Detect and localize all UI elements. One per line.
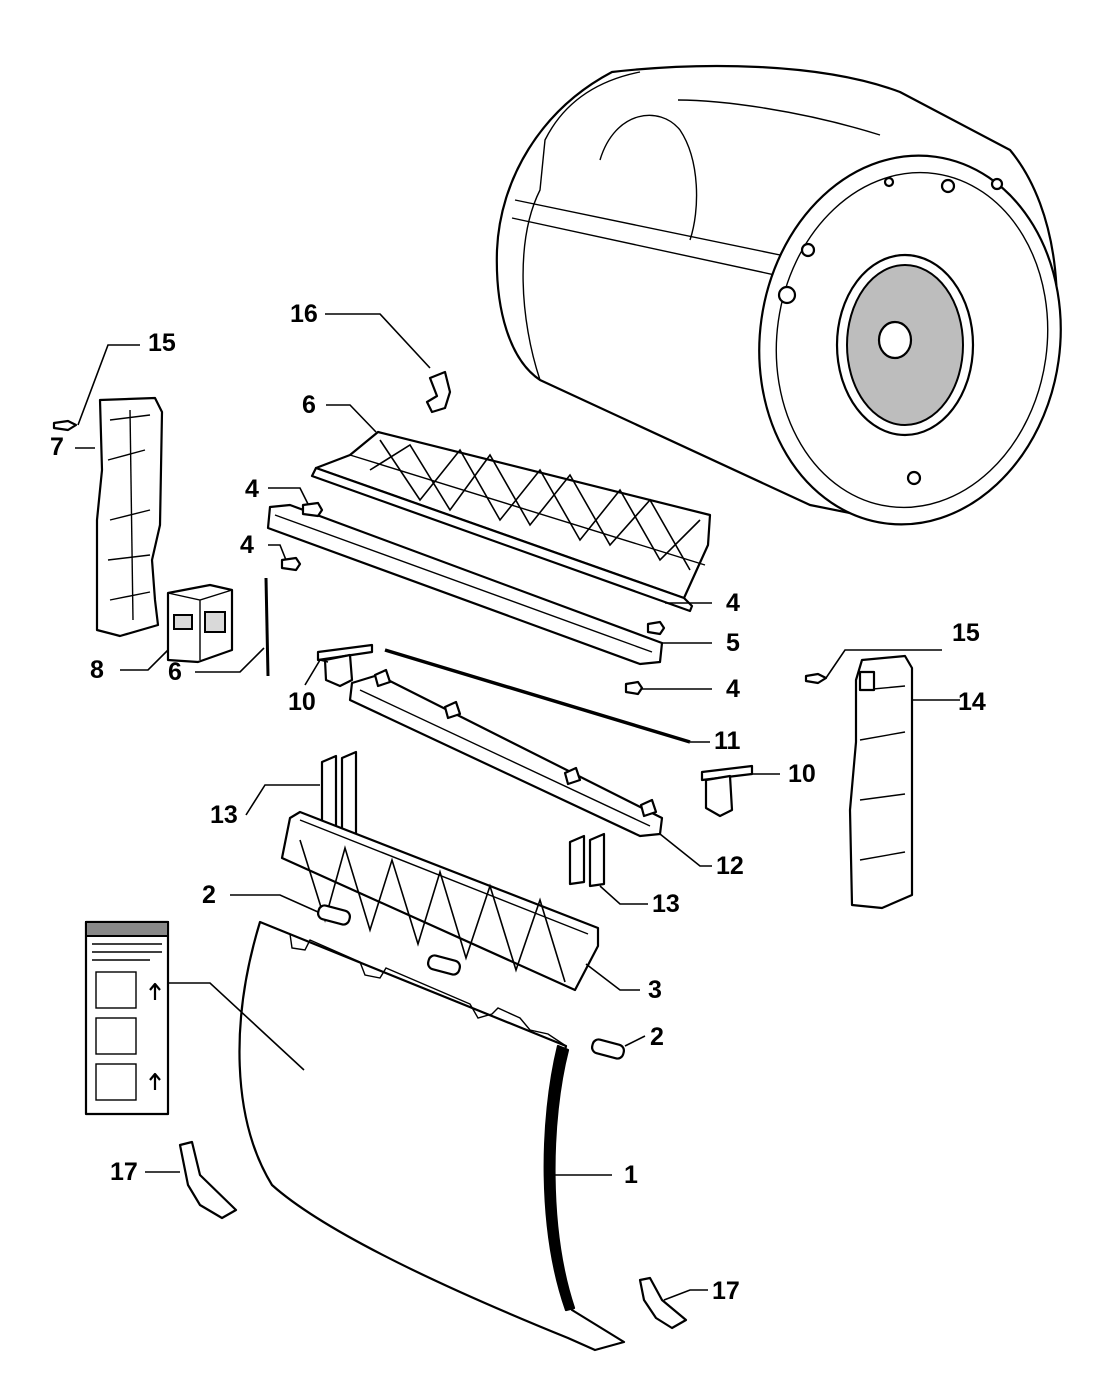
- part-7-left-bracket: [95, 396, 164, 638]
- callout-4-c: 4: [726, 589, 740, 617]
- part-1-panel: [238, 920, 626, 1352]
- callout-4-a: 4: [245, 475, 259, 503]
- warning-label-card: [84, 920, 170, 1116]
- callout-12: 12: [716, 852, 744, 880]
- callout-15-left: 15: [148, 329, 176, 357]
- callout-10-left: 10: [288, 688, 316, 716]
- callout-10-right: 10: [788, 760, 816, 788]
- part-17-clip-left: [178, 1140, 238, 1220]
- part-6-rod: [264, 577, 270, 677]
- callout-4-b: 4: [240, 531, 254, 559]
- callout-13-left: 13: [210, 801, 238, 829]
- callout-6-lower: 6: [168, 658, 182, 686]
- callout-labels: 15 7 8 6 16 6 4 4 4 5 4 10 11 10 12 13 1…: [50, 300, 986, 1305]
- callout-2-left: 2: [202, 881, 216, 909]
- callout-5: 5: [726, 629, 740, 657]
- part-2-spacer-center: [426, 954, 462, 976]
- part-10-hinge-left: [316, 643, 374, 688]
- callout-7: 7: [50, 433, 64, 461]
- part-3-filter-housing: [280, 810, 600, 992]
- part-8-switch-block: [166, 583, 234, 664]
- callout-2-right: 2: [650, 1023, 664, 1051]
- callout-1: 1: [624, 1161, 638, 1189]
- callout-14: 14: [958, 688, 986, 716]
- part-4-screws: [280, 501, 666, 696]
- part-15-screw-right: [804, 672, 828, 685]
- callout-6-upper: 6: [302, 391, 316, 419]
- dryer-drum: [495, 64, 1062, 526]
- part-12-strip: [348, 668, 664, 838]
- part-10-hinge-right: [700, 764, 754, 818]
- callout-8: 8: [90, 656, 104, 684]
- callout-11: 11: [714, 727, 741, 755]
- callout-4-d: 4: [726, 675, 740, 703]
- callout-17-left: 17: [110, 1158, 138, 1186]
- part-15-screw-left: [52, 419, 78, 432]
- part-5-rail: [266, 503, 664, 666]
- part-16-clip: [425, 370, 452, 414]
- part-14-right-bracket: [848, 654, 914, 910]
- part-2-spacer-left: [316, 904, 352, 926]
- callout-16: 16: [290, 300, 318, 328]
- part-2-spacer-right: [590, 1038, 626, 1060]
- callout-15-right: 15: [952, 619, 980, 647]
- callout-13-right: 13: [652, 890, 680, 918]
- callout-17-right: 17: [712, 1277, 740, 1305]
- callout-3: 3: [648, 976, 662, 1004]
- part-6-duct-frame: [310, 430, 712, 613]
- leader-lines: [75, 313, 960, 1301]
- part-13-spring-right: [568, 832, 606, 888]
- part-17-clip-right: [638, 1276, 688, 1330]
- part-11-rod: [384, 648, 691, 744]
